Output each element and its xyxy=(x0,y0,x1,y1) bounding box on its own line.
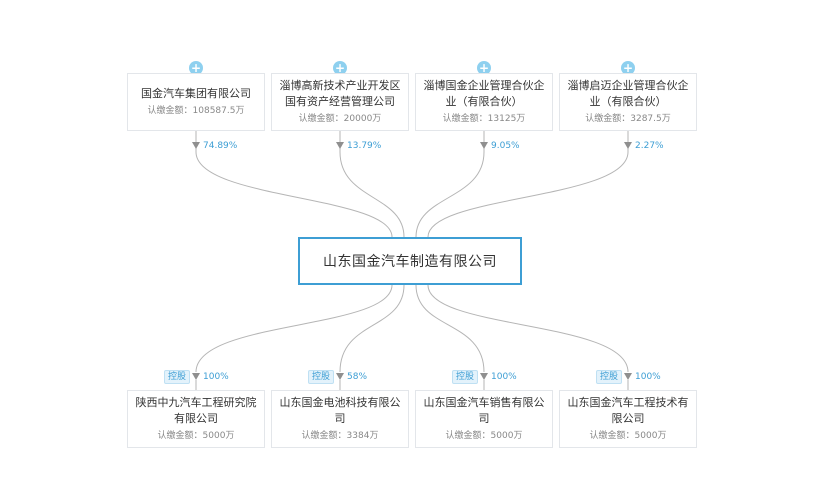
subsidiary-connector-line xyxy=(427,284,629,373)
arrow-down-icon xyxy=(480,373,488,380)
subsidiary-name: 陕西中九汽车工程研究院 有限公司 xyxy=(135,396,257,425)
shareholder-amount: 认缴金额：20000万 xyxy=(298,114,382,124)
subsidiary-card[interactable]: 山东国金汽车工程技术有 限公司 认缴金额：5000万 xyxy=(559,390,697,448)
subsidiary-percent: 100% xyxy=(491,372,517,382)
arrow-down-icon xyxy=(480,142,488,149)
subsidiary-amount: 认缴金额：5000万 xyxy=(157,431,235,441)
shareholder-name: 淄博启迈企业管理合伙企 业（有限合伙） xyxy=(567,79,689,108)
holding-tag: 控股 xyxy=(164,370,191,384)
arrow-down-icon xyxy=(336,142,344,149)
arrow-down-icon xyxy=(336,373,344,380)
holding-tag: 控股 xyxy=(308,370,335,384)
shareholder-card[interactable]: 淄博启迈企业管理合伙企 业（有限合伙） 认缴金额：3287.5万 xyxy=(559,73,697,131)
subsidiary-connector-line xyxy=(195,284,393,373)
subsidiary-name: 山东国金汽车销售有限公 司 xyxy=(423,396,545,425)
expand-icon-shareholder-3[interactable]: + xyxy=(477,61,491,75)
subsidiary-percent: 58% xyxy=(347,372,368,382)
shareholder-percent: 2.27% xyxy=(635,141,664,151)
shareholder-amount: 认缴金额：108587.5万 xyxy=(147,106,245,116)
subsidiary-name: 山东国金汽车工程技术有 限公司 xyxy=(567,396,689,425)
shareholder-connector-line xyxy=(427,131,629,238)
holding-tag: 控股 xyxy=(596,370,623,384)
subsidiary-name: 山东国金电池科技有限公 司 xyxy=(279,396,401,425)
shareholder-card[interactable]: 淄博高新技术产业开发区 国有资产经营管理公司 认缴金额：20000万 xyxy=(271,73,409,131)
subsidiary-card[interactable]: 陕西中九汽车工程研究院 有限公司 认缴金额：5000万 xyxy=(127,390,265,448)
subsidiary-amount: 认缴金额：3384万 xyxy=(301,431,379,441)
shareholder-name: 淄博高新技术产业开发区 国有资产经营管理公司 xyxy=(279,79,401,108)
expand-icon-shareholder-4[interactable]: + xyxy=(621,61,635,75)
shareholder-connector-line xyxy=(339,131,405,238)
subsidiary-amount: 认缴金额：5000万 xyxy=(589,431,667,441)
subsidiary-percent: 100% xyxy=(635,372,661,382)
expand-icon-shareholder-2[interactable]: + xyxy=(333,61,347,75)
shareholder-percent: 13.79% xyxy=(347,141,382,151)
expand-icon-shareholder-1[interactable]: + xyxy=(189,61,203,75)
arrow-down-icon xyxy=(624,373,632,380)
shareholder-percent: 9.05% xyxy=(491,141,520,151)
arrow-down-icon xyxy=(192,373,200,380)
subsidiary-amount: 认缴金额：5000万 xyxy=(445,431,523,441)
arrow-down-icon xyxy=(192,142,200,149)
shareholder-amount: 认缴金额：3287.5万 xyxy=(585,114,671,124)
shareholder-connector-line xyxy=(195,131,393,238)
shareholder-percent: 74.89% xyxy=(203,141,238,151)
subsidiary-card[interactable]: 山东国金汽车销售有限公 司 认缴金额：5000万 xyxy=(415,390,553,448)
subsidiary-connector-line xyxy=(415,284,485,373)
center-company-card[interactable]: 山东国金汽车制造有限公司 xyxy=(298,237,522,285)
shareholder-amount: 认缴金额：13125万 xyxy=(442,114,526,124)
subsidiary-percent: 100% xyxy=(203,372,229,382)
holding-tag: 控股 xyxy=(452,370,479,384)
subsidiary-connector-line xyxy=(339,284,405,373)
shareholder-name: 淄博国金企业管理合伙企 业（有限合伙） xyxy=(423,79,545,108)
arrow-down-icon xyxy=(624,142,632,149)
shareholder-card[interactable]: 国金汽车集团有限公司 认缴金额：108587.5万 xyxy=(127,73,265,131)
shareholder-card[interactable]: 淄博国金企业管理合伙企 业（有限合伙） 认缴金额：13125万 xyxy=(415,73,553,131)
center-company-name: 山东国金汽车制造有限公司 xyxy=(323,254,497,270)
shareholder-connector-line xyxy=(415,131,485,238)
subsidiary-card[interactable]: 山东国金电池科技有限公 司 认缴金额：3384万 xyxy=(271,390,409,448)
shareholder-name: 国金汽车集团有限公司 xyxy=(141,87,251,100)
